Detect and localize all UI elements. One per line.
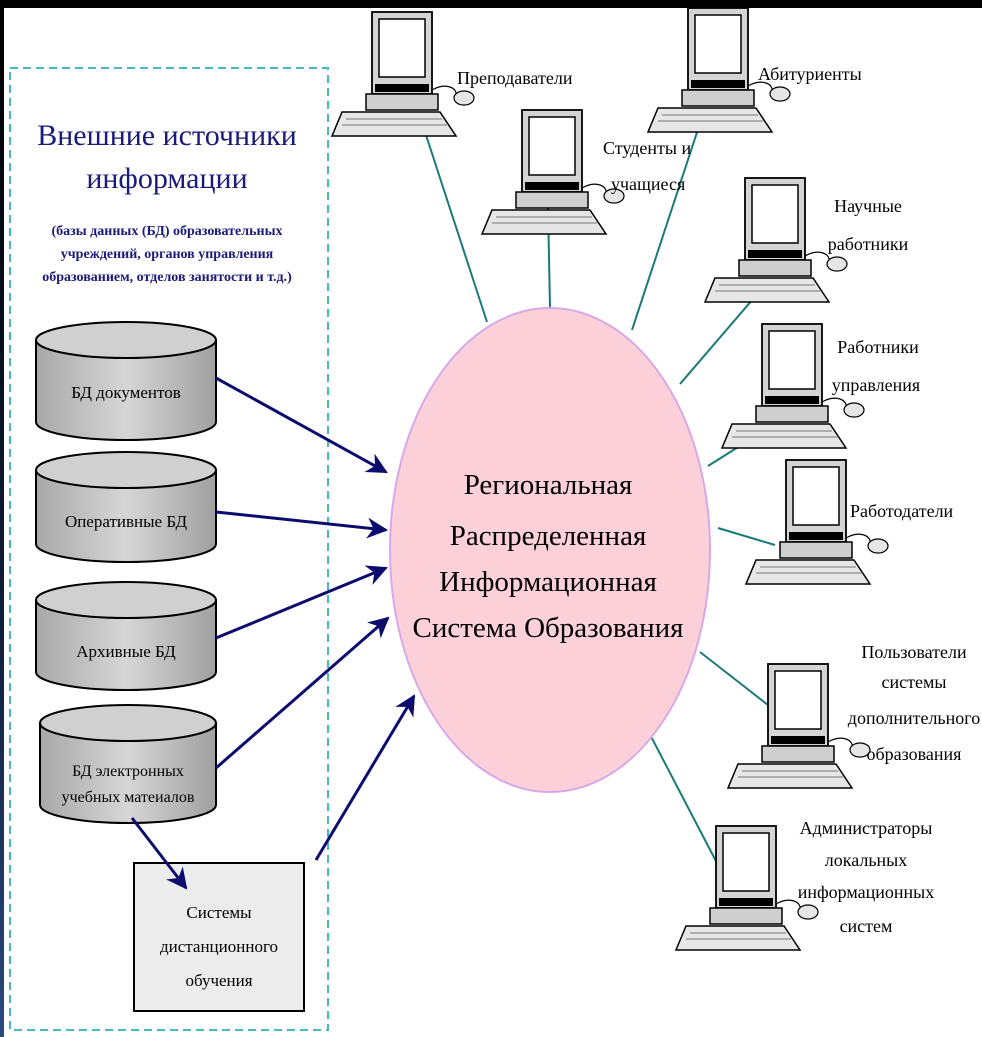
arrow-documents (215, 376, 388, 474)
arrow-distance-learning (314, 694, 416, 861)
computer-icon-admins (674, 825, 819, 951)
db-elearning-label-line1: БД электронных (72, 763, 184, 780)
computer-icon-applicants (646, 7, 791, 133)
user-scientists-label-line2: работники (828, 234, 909, 254)
db-archive-label: Архивные БД (76, 642, 176, 661)
user-employers-label: Работодатели (850, 501, 954, 521)
connector-extra-education (699, 651, 769, 706)
db-cylinder-archive: Архивные БД (35, 581, 217, 691)
center-line1: Региональная (464, 469, 633, 501)
sources-title-line2: информации (86, 162, 247, 195)
db-cylinder-documents: БД документов (35, 321, 217, 441)
db-documents-label: БД документов (71, 383, 181, 402)
center-line2: Распределенная (450, 520, 647, 552)
user-labels: Преподаватели Студенты и учащиеся Абитур… (457, 64, 980, 936)
computer-icon-managers (720, 323, 865, 449)
user-admins-label-line4: систем (840, 916, 893, 936)
computer-icon-scientists (703, 177, 848, 303)
distance-learning-line1: Системы (186, 903, 252, 922)
user-students-label-line2: учащиеся (611, 174, 685, 194)
user-admins-label-line1: Администраторы (800, 818, 933, 838)
sources-note-line1: (базы данных (БД) образовательных (51, 224, 282, 239)
db-cylinder-operational: Оперативные БД (35, 451, 217, 563)
distance-learning-line3: обучения (185, 971, 252, 990)
center-ellipse (389, 307, 711, 793)
connector-employers (717, 527, 776, 546)
user-managers-label-line1: Работники (837, 337, 919, 357)
user-admins-label-line2: локальных (825, 850, 908, 870)
user-extra-education-label-line2: системы (882, 672, 947, 692)
sources-title-line1: Внешние источники (37, 119, 297, 152)
center-line4: Система Образования (413, 612, 684, 644)
db-cylinder-elearning: БД электронных учебных матеиалов (39, 704, 217, 824)
sources-note-line2: учреждений, органов управления (61, 247, 274, 262)
connector-teachers (424, 131, 488, 323)
user-extra-education-label-line3: дополнительного (848, 708, 980, 728)
computer-icon-employers (744, 459, 889, 585)
left-edge-bar (0, 8, 4, 1037)
connector-applicants (631, 107, 706, 331)
distance-learning-line2: дистанционного (160, 937, 278, 956)
user-students-label-line1: Студенты и (603, 138, 692, 158)
sources-note-line3: образованием, отделов занятости и т.д.) (42, 270, 292, 285)
computer-icon-extra-education (726, 663, 871, 789)
user-managers-label-line2: управления (832, 375, 920, 395)
user-extra-education-label-line1: Пользователи (861, 642, 967, 662)
data-flow-arrows (130, 376, 416, 890)
user-scientists-label-line1: Научные (834, 196, 902, 216)
user-admins-label-line3: информационных (798, 882, 935, 902)
user-applicants-label: Абитуриенты (758, 64, 862, 84)
db-elearning-label-line2: учебных матеиалов (62, 789, 195, 806)
sources-panel-border (9, 67, 329, 1031)
arrow-elearning (215, 616, 390, 770)
computer-icon-teachers (330, 11, 475, 137)
user-terminals (330, 7, 889, 951)
center-line3: Информационная (439, 566, 657, 598)
arrow-elearning-to-distance (130, 817, 188, 890)
computer-icon-students (480, 109, 625, 235)
distance-learning-box: Системы дистанционного обучения (133, 862, 305, 1012)
arrow-archive (215, 565, 388, 640)
user-extra-education-label-line4: образования (867, 744, 962, 764)
db-operational-label: Оперативные БД (65, 512, 188, 531)
arrow-operational (215, 510, 389, 539)
user-teachers-label: Преподаватели (457, 68, 573, 88)
